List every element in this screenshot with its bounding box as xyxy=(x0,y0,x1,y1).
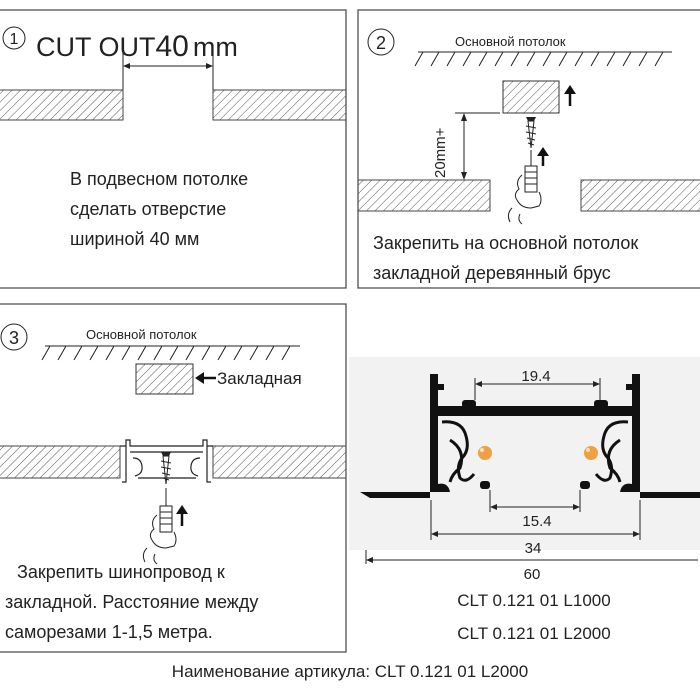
dimension-60-label: 60 xyxy=(524,566,541,583)
step-1-frame xyxy=(0,9,347,289)
cut-width-dimension xyxy=(122,52,214,90)
step-3-text-line-2: закладной. Расстояние между xyxy=(5,592,258,612)
article-l2000: CLT 0.121 01 L2000 xyxy=(457,624,610,643)
main-ceiling-line xyxy=(41,345,300,361)
profile-section: 19.4 15.4 34 60 CLT 0.121 01 L1000 CLT 0 xyxy=(349,357,700,643)
right-flange xyxy=(640,492,700,498)
contact-holders xyxy=(441,420,629,483)
step-1-text-line-3: шириной 40 мм xyxy=(70,229,199,249)
step-3-text-line-3: саморезами 1-1,5 метра. xyxy=(5,622,213,642)
step-3-ceiling-label: Основной потолок xyxy=(86,327,197,342)
right-contact xyxy=(584,446,598,460)
dimension-15-4-label: 15.4 xyxy=(522,513,551,530)
screwdriver-hand-icon xyxy=(507,150,542,225)
screw-icon xyxy=(525,117,537,149)
top-bar xyxy=(438,406,632,416)
dimension-60 xyxy=(365,550,698,564)
step-number-3-icon: 3 xyxy=(0,323,28,351)
ceiling-board-left xyxy=(0,445,121,479)
left-contact xyxy=(478,446,492,460)
dimension-34 xyxy=(430,500,641,540)
height-dimension-label: 20mm+ xyxy=(432,127,449,178)
wooden-block xyxy=(135,363,194,395)
step-3-number: 3 xyxy=(9,328,19,348)
step-2-number: 2 xyxy=(376,33,386,53)
left-arrow-icon xyxy=(195,372,216,384)
screw-icon xyxy=(160,452,172,485)
up-arrow-icon xyxy=(537,147,549,166)
step-2-ceiling-label: Основной потолок xyxy=(455,34,566,49)
screwdriver-hand-icon xyxy=(142,488,177,565)
step-2-panel: 2 Основной потолок 20mm+ xyxy=(357,9,700,289)
wooden-block xyxy=(502,80,560,114)
step-1-text-line-2: сделать отверстие xyxy=(70,199,226,219)
right-wall xyxy=(626,374,640,492)
up-arrow-icon xyxy=(176,505,188,526)
step-1-number: 1 xyxy=(10,31,19,48)
step-1-text-line-1: В подвесном потолке xyxy=(70,169,248,189)
ceiling-board-left xyxy=(0,89,124,121)
ceiling-board-left xyxy=(357,179,491,212)
left-wall xyxy=(430,374,444,492)
step-2-frame xyxy=(357,9,700,289)
dimension-19-4-label: 19.4 xyxy=(521,368,550,385)
dimension-19-4 xyxy=(474,378,601,400)
ceiling-board-right xyxy=(580,179,700,212)
step-3-text-line-1: Закрепить шинопровод к xyxy=(17,562,225,582)
step-2-text-line-2: закладной деревянный брус xyxy=(373,263,611,283)
step-number-2-icon: 2 xyxy=(367,28,395,56)
profile-background xyxy=(349,357,700,550)
step-number-1-icon: 1 xyxy=(2,26,26,50)
bottom-lips xyxy=(438,481,632,492)
up-arrow-icon xyxy=(564,85,576,106)
article-name-footer: Наименование артикула: CLT 0.121 01 L200… xyxy=(172,662,528,681)
step-2-text-line-1: Закрепить на основной потолок xyxy=(373,233,638,253)
ceiling-board-right xyxy=(212,445,347,479)
dimension-15-4 xyxy=(489,490,581,512)
dimension-34-label: 34 xyxy=(525,540,542,557)
article-l1000: CLT 0.121 01 L1000 xyxy=(457,591,610,610)
ceiling-board-right xyxy=(212,89,347,121)
height-dimension xyxy=(455,112,500,180)
left-flange xyxy=(360,492,430,498)
insert-label: Закладная xyxy=(217,369,302,388)
step-3-panel: 3 Основной потолок Закладная xyxy=(0,303,347,653)
main-ceiling-line xyxy=(414,51,672,67)
